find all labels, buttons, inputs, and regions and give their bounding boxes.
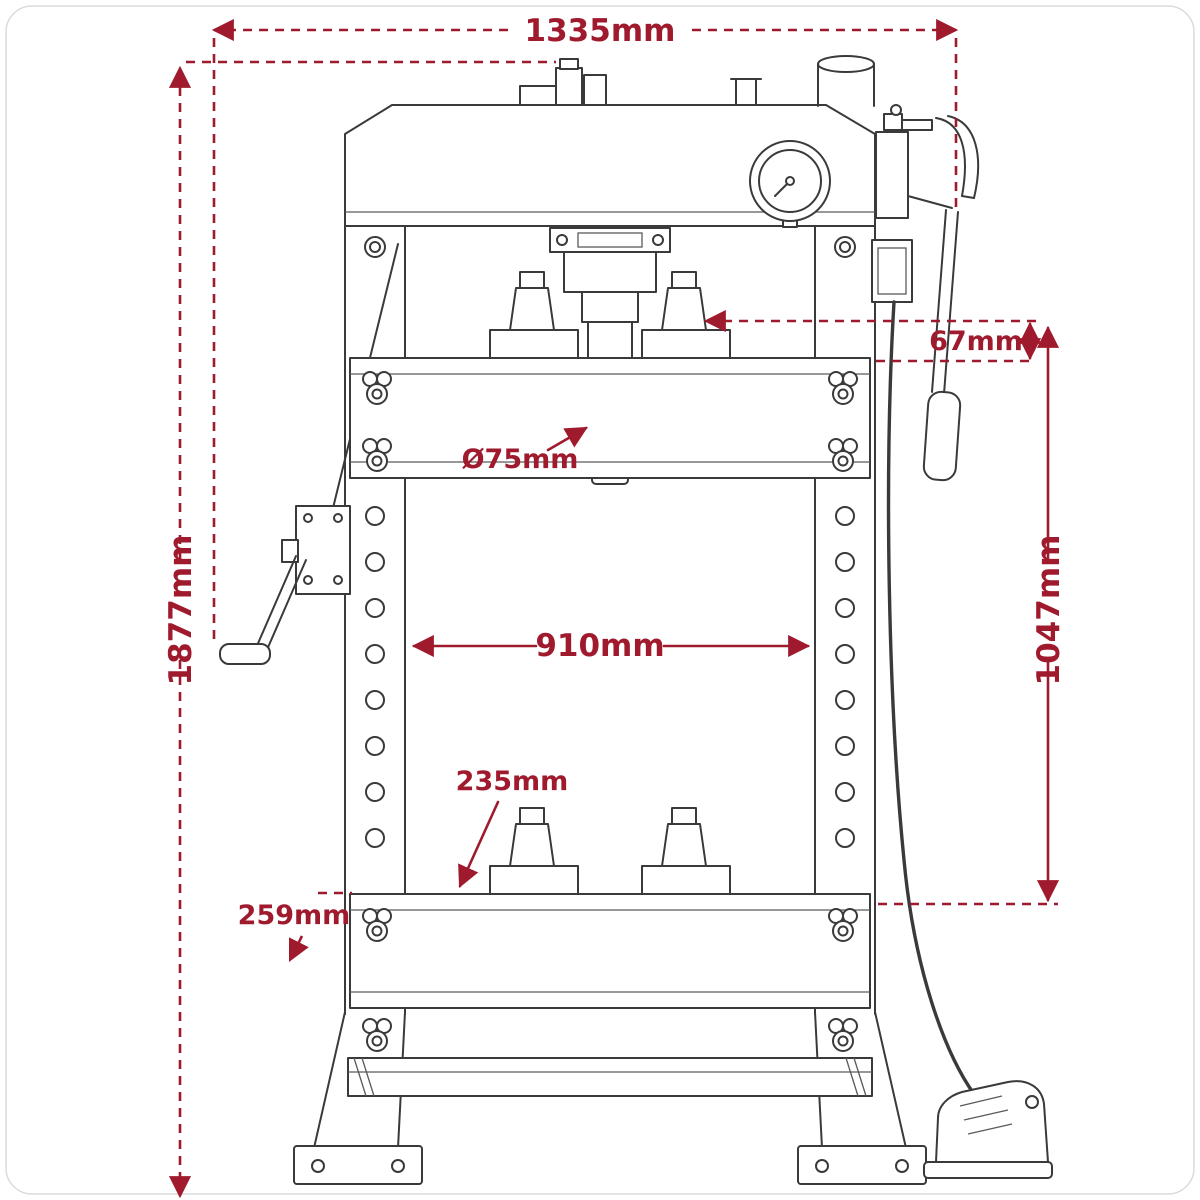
upper-bed	[349, 357, 871, 479]
label-working-height: 1047mm	[1031, 535, 1067, 686]
dimension-working-width: 910mm	[411, 628, 811, 664]
left-column	[344, 225, 406, 1015]
winch	[219, 505, 351, 665]
label-overall-height: 1877mm	[163, 535, 199, 686]
pressure-gauge	[749, 140, 831, 228]
filler-cap	[519, 58, 607, 106]
hydraulic-pump	[871, 104, 980, 303]
breather-cylinder	[817, 55, 875, 107]
pump-handle	[907, 195, 962, 482]
base-cross-channel	[347, 1057, 873, 1097]
label-overall-width: 1335mm	[525, 13, 676, 49]
dimension-bed-height: 259mm	[238, 891, 352, 962]
dimension-ram-diameter: Ø75mm	[462, 426, 588, 475]
label-block-height: 67mm	[929, 326, 1023, 357]
pump-pipe	[935, 117, 966, 197]
dimension-block-spacing: 235mm	[456, 766, 569, 889]
rear-cap	[730, 78, 762, 106]
base-feet	[293, 1011, 927, 1185]
foot-pedal	[923, 1080, 1053, 1179]
label-ram-diameter: Ø75mm	[462, 444, 579, 475]
label-working-width: 910mm	[535, 628, 664, 664]
bed-pin	[362, 1018, 392, 1052]
lower-bed	[349, 893, 871, 1052]
bed-pin	[828, 1018, 858, 1052]
label-bed-height: 259mm	[238, 900, 351, 931]
press-drawing	[219, 55, 1053, 1185]
dimension-block-height: 67mm	[703, 309, 1042, 363]
dimension-working-height: 1047mm	[878, 325, 1067, 906]
press-head	[344, 55, 876, 228]
dimension-overall-height: 1877mm	[163, 60, 556, 1199]
air-hose	[886, 300, 976, 1096]
winch-handle	[219, 555, 307, 665]
press-blocks-lower	[489, 807, 731, 895]
label-block-spacing: 235mm	[456, 766, 569, 797]
press-blocks-upper	[489, 271, 731, 359]
page-border	[5, 5, 1195, 1195]
dimension-overall-width: 1335mm	[211, 13, 959, 640]
